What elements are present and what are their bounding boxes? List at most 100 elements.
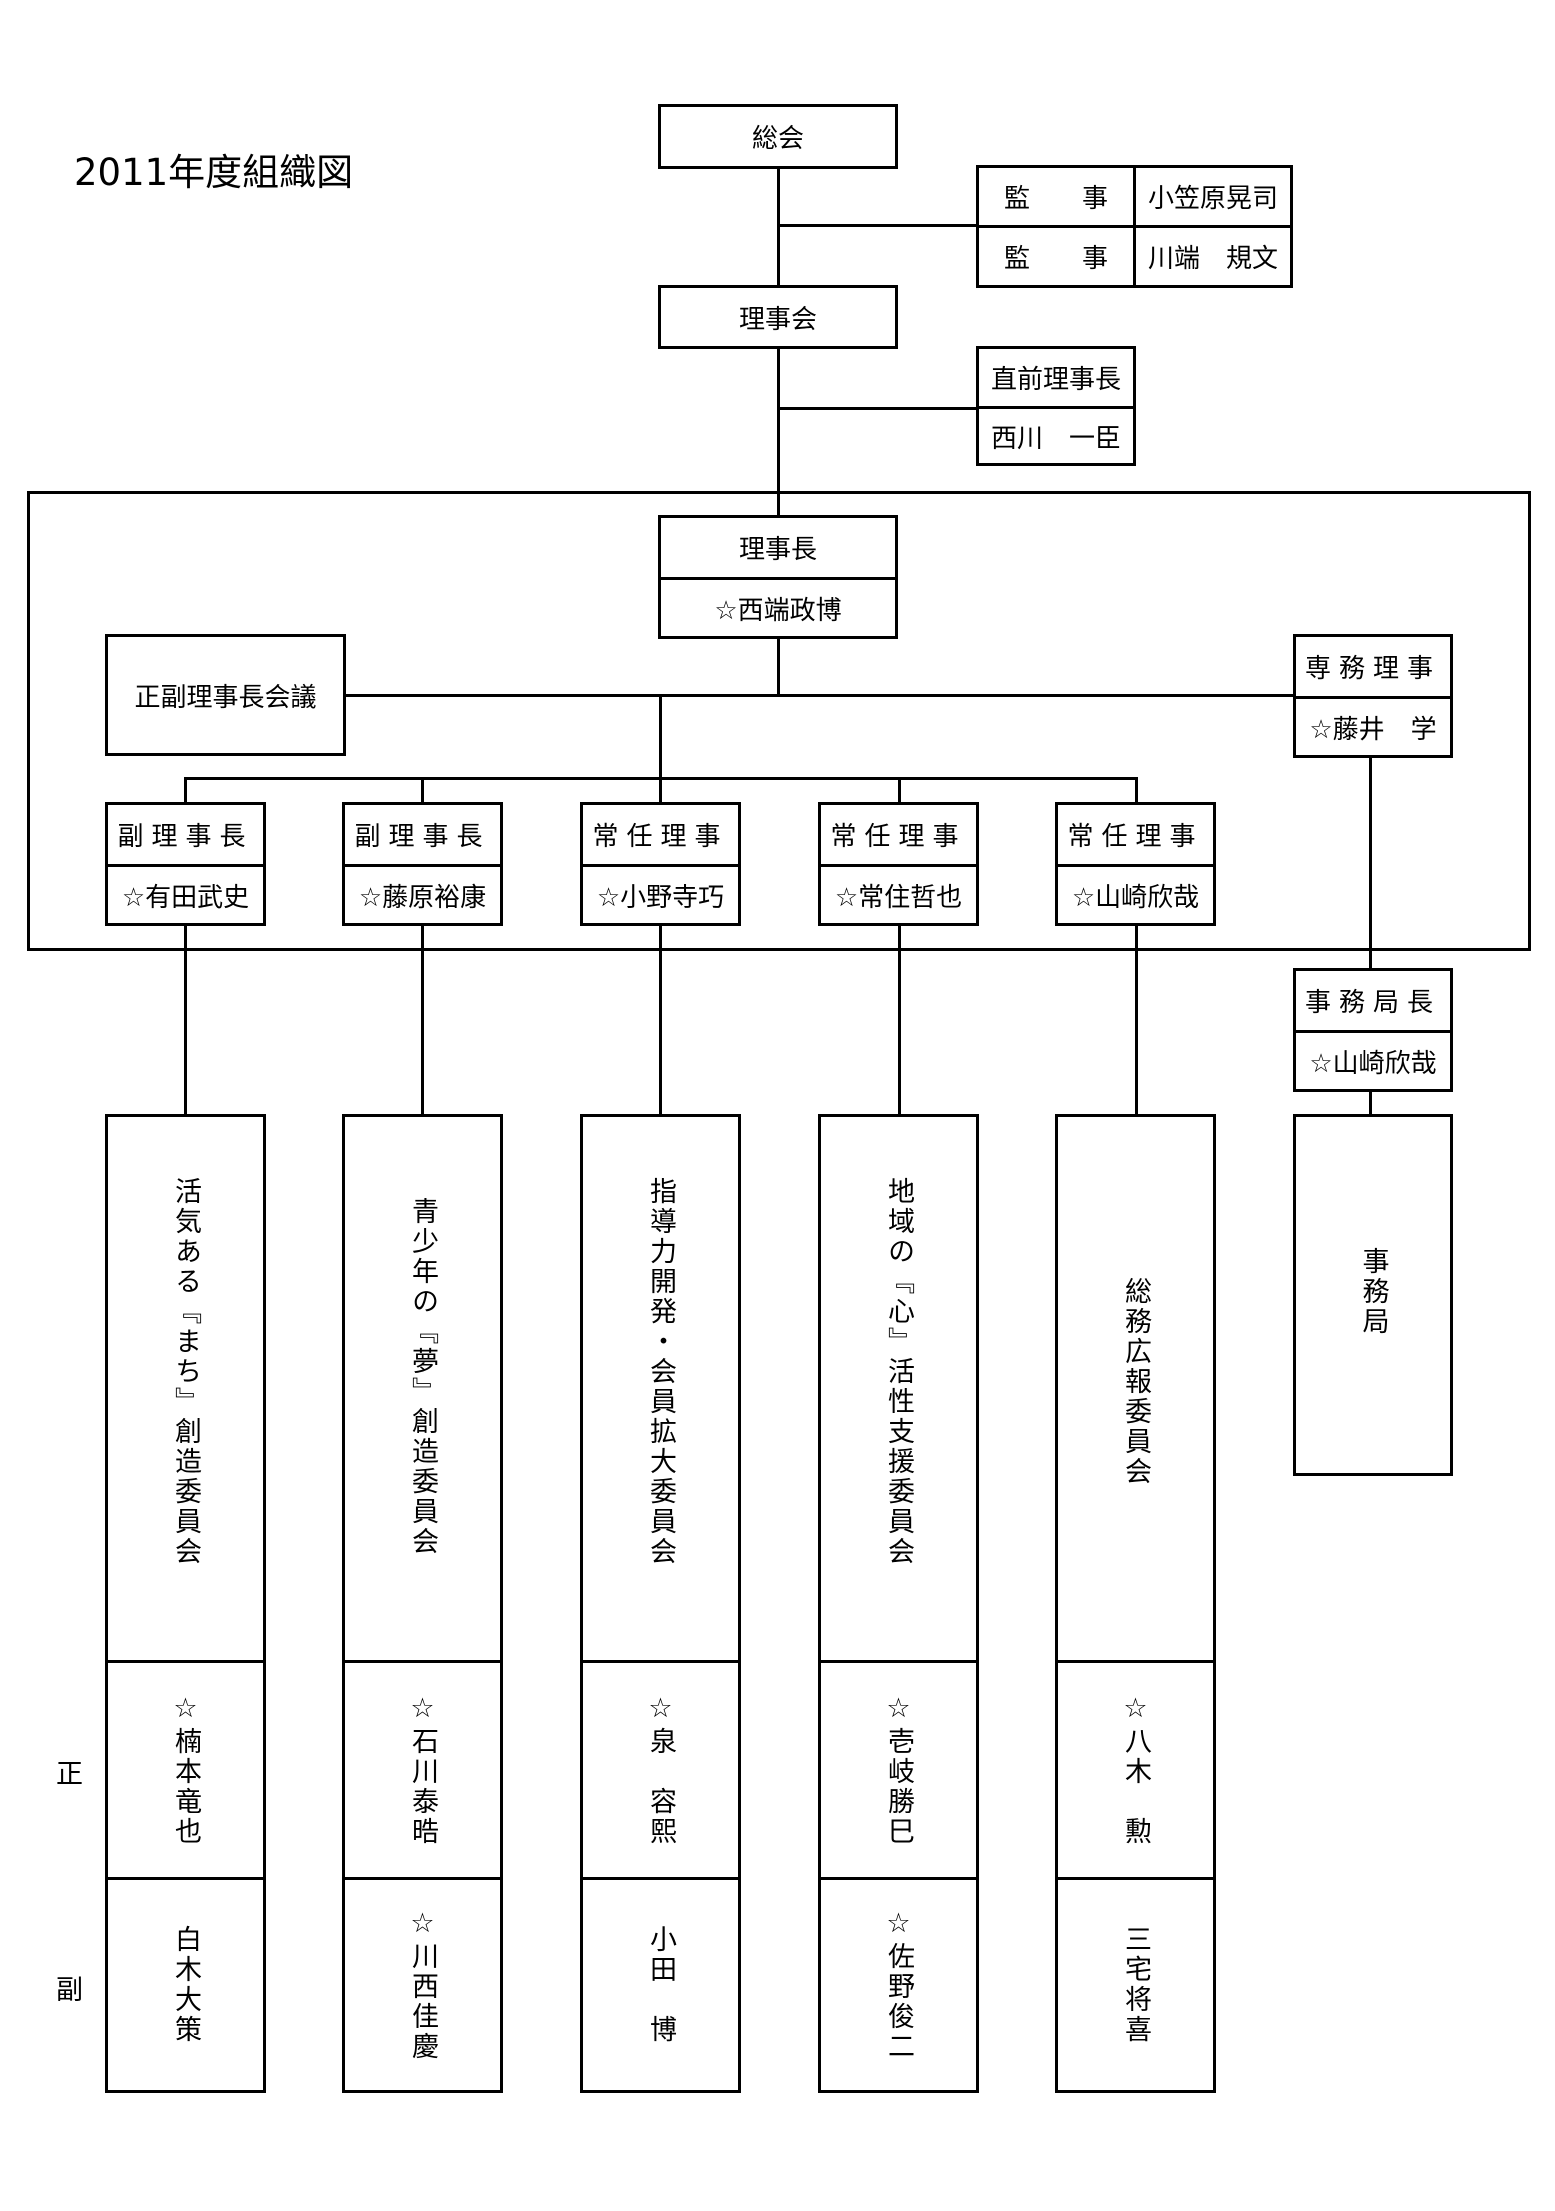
auditor-role-1: 監 事 [1003,184,1108,214]
committee-chair: ☆石川泰晧 [407,1693,438,1847]
officer-box: 副理事長 ☆藤原裕康 [342,802,503,926]
officer-name: ☆山崎欣哉 [1071,882,1200,913]
committee-chair: ☆楠本竜也 [170,1693,201,1847]
connector-line [777,636,780,697]
past-president-name: 西川 一臣 [990,423,1121,454]
connector-line [777,166,780,288]
officer-divider [821,864,976,867]
auditor-name-2: 川端 規文 [1147,244,1278,274]
committee-divider [821,1660,976,1663]
committee-vice: ☆佐野俊二 [883,1908,914,2062]
president-box: 理事長 ☆西端政博 [658,515,898,639]
committee-vice: 小田 博 [645,1925,676,2045]
executive-director-name: ☆藤井 学 [1309,714,1437,745]
connector-line [777,224,979,227]
committee-box: 指導力開発・会員拡大委員会 ☆泉 容熙 小田 博 [580,1114,741,2093]
committee-name: 指導力開発・会員拡大委員会 [645,1177,676,1567]
secretariat-box: 事務局 [1293,1114,1453,1476]
officer-divider [583,864,738,867]
officer-name: ☆小野寺巧 [596,882,725,913]
committee-divider [821,1877,976,1880]
connector-line [777,407,983,410]
connector-line [1369,757,1372,970]
executive-director-divider [1296,696,1450,699]
officer-name: ☆有田武史 [121,882,250,913]
secretariat-label: 事務局 [1357,1247,1389,1337]
connector-line [1135,926,1138,1116]
connector-line [898,777,901,813]
committee-name: 地域の『心』活性支援委員会 [883,1177,914,1567]
vice-meeting-box: 正副理事長会議 [105,634,346,756]
officer-role: 常任理事 [830,822,967,852]
vice-meeting-label: 正副理事長会議 [134,682,317,713]
committee-name: 青少年の『夢』創造委員会 [407,1197,438,1557]
officer-role: 副理事長 [117,822,254,852]
committee-name: 総務広報委員会 [1120,1277,1151,1487]
committee-divider [1058,1877,1213,1880]
committee-box: 活気ある『まち』創造委員会 ☆楠本竜也 白木大策 [105,1114,266,2093]
connector-line [184,777,187,813]
officer-role: 常任理事 [1067,822,1204,852]
committee-chair: ☆壱岐勝巳 [883,1693,914,1847]
connector-line [1369,1091,1372,1116]
secretariat-head-role: 事務局長 [1304,988,1441,1018]
committee-divider [345,1877,500,1880]
chair-row-label: 正 [56,1759,83,1790]
officer-box: 常任理事 ☆常住哲也 [818,802,979,926]
committee-box: 地域の『心』活性支援委員会 ☆壱岐勝巳 ☆佐野俊二 [818,1114,979,2093]
auditor-name-1: 小笠原晃司 [1147,184,1278,214]
committee-name: 活気ある『まち』創造委員会 [170,1177,201,1567]
president-divider [661,577,895,580]
committee-vice: 三宅将喜 [1120,1925,1151,2045]
committee-divider [345,1660,500,1663]
officer-box: 常任理事 ☆小野寺巧 [580,802,741,926]
connector-line [659,926,662,1116]
committee-chair: ☆泉 容熙 [645,1693,676,1847]
officer-role: 副理事長 [354,822,491,852]
connector-line [777,346,780,518]
officer-divider [108,864,263,867]
executive-director-role: 専務理事 [1304,654,1441,684]
committee-divider [583,1660,738,1663]
secretariat-head-divider [1296,1030,1450,1033]
past-president-box: 直前理事長 西川 一臣 [976,346,1136,466]
board-box: 理事会 [658,285,898,349]
connector-line [421,777,424,813]
officer-box: 常任理事 ☆山崎欣哉 [1055,802,1216,926]
connector-line [898,926,901,1116]
connector-line [184,926,187,1116]
committee-divider [108,1660,263,1663]
auditor-role-2: 監 事 [1003,244,1108,274]
vice-row-label: 副 [56,1975,83,2006]
committee-divider [1058,1660,1213,1663]
officer-name: ☆常住哲也 [834,882,963,913]
president-name: ☆西端政博 [714,595,842,626]
committee-box: 青少年の『夢』創造委員会 ☆石川泰晧 ☆川西佳慶 [342,1114,503,2093]
secretariat-head-name: ☆山崎欣哉 [1309,1048,1437,1079]
officer-divider [345,864,500,867]
president-role: 理事長 [738,535,817,565]
connector-line [659,777,662,813]
officer-role: 常任理事 [592,822,729,852]
board-label: 理事会 [738,304,817,335]
committee-divider [583,1877,738,1880]
secretariat-head-box: 事務局長 ☆山崎欣哉 [1293,968,1453,1092]
general-assembly-box: 総会 [658,104,898,169]
connector-line [421,926,424,1116]
committee-vice: 白木大策 [170,1925,201,2045]
connector-line [1135,777,1138,813]
past-president-role: 直前理事長 [990,365,1121,395]
connector-line [659,694,662,780]
connector-line [343,694,1297,697]
auditors-row-divider [979,225,1290,228]
past-president-divider [979,406,1133,409]
page-title: 2011年度組織図 [74,151,354,194]
officer-box: 副理事長 ☆有田武史 [105,802,266,926]
committee-box: 総務広報委員会 ☆八木 勲 三宅将喜 [1055,1114,1216,2093]
general-assembly-label: 総会 [751,124,804,154]
committee-divider [108,1877,263,1880]
committee-vice: ☆川西佳慶 [407,1908,438,2062]
executive-director-box: 専務理事 ☆藤井 学 [1293,634,1453,758]
committee-chair: ☆八木 勲 [1120,1693,1151,1847]
auditors-box: 監 事 小笠原晃司 監 事 川端 規文 [976,165,1293,288]
